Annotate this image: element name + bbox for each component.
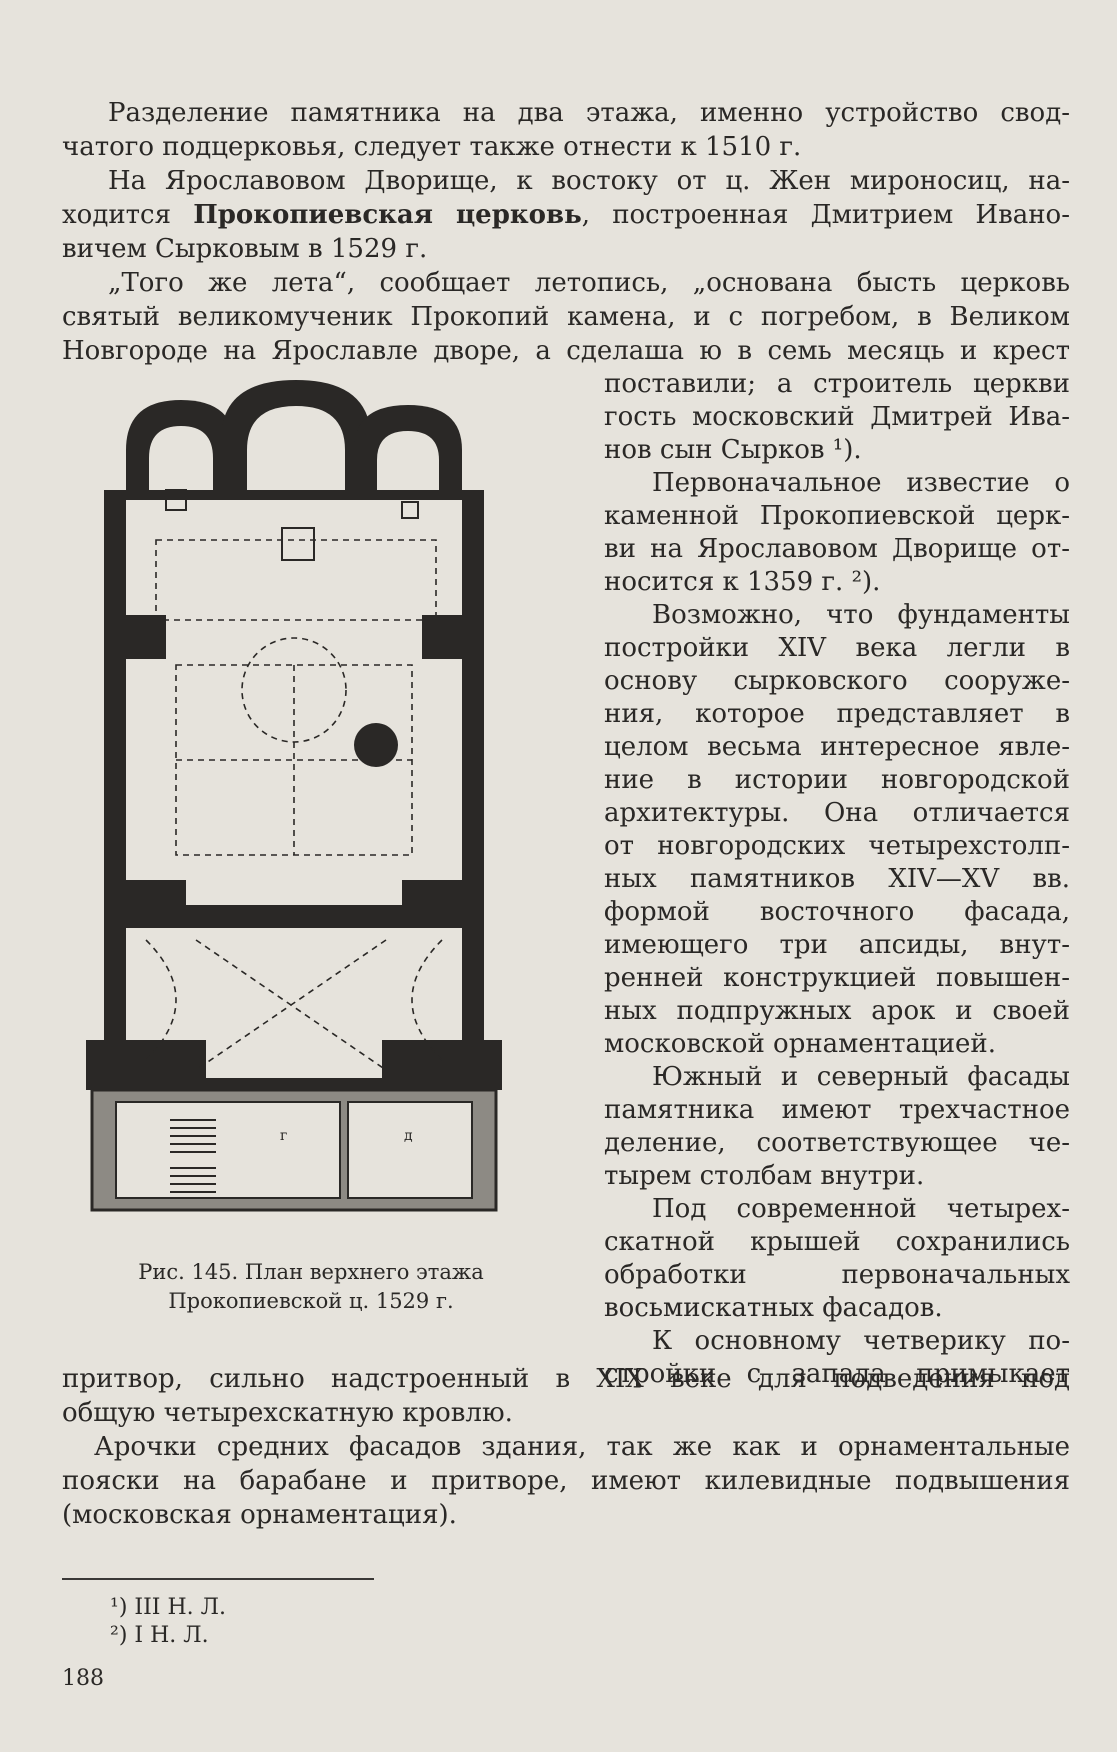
text-line: пояски на барабане и притворе, имеют кил…: [62, 1466, 1070, 1496]
text-line: чатого подцерковья, следует также отнест…: [62, 132, 802, 162]
text-line: скатной крышей сохранились: [604, 1227, 1070, 1257]
text-line: святый великомученик Прокопий камена, и …: [62, 302, 1070, 332]
text-line: носится к 1359 г. ²).: [604, 567, 881, 597]
text-line: тырем столбам внутри.: [604, 1161, 925, 1191]
text-bottom: притвор, сильно надстроенный в XIX веке …: [62, 1362, 1070, 1532]
text-line: основу сырковского сооруже-: [604, 666, 1070, 696]
text-line: московской орнаментацией.: [604, 1029, 997, 1059]
text-line: формой восточного фасада,: [604, 897, 1070, 927]
drum-circle: [354, 723, 398, 767]
text-line: восьмискатных фасадов.: [604, 1293, 943, 1323]
footnote-2: ²) I Н. Л.: [110, 1623, 209, 1648]
text-line: общую четырехскатную кровлю.: [62, 1398, 513, 1428]
page-number: 188: [62, 1666, 104, 1691]
text-line: ние в истории новгородской: [604, 765, 1070, 795]
text-line: ходится Прокопиевская церковь, построенн…: [62, 198, 1070, 232]
text-right-column: поставили; а строитель церкви гость моск…: [604, 368, 1070, 1391]
text-fragment: ходится: [62, 200, 194, 230]
figure-caption: Рис. 145. План верхнего этажа Прокопиевс…: [86, 1258, 536, 1316]
caption-line-1: Рис. 145. План верхнего этажа: [138, 1260, 484, 1284]
text-line: поставили; а строитель церкви: [604, 369, 1070, 399]
text-fragment: , построенная Дмитрием Ивано-: [581, 200, 1070, 230]
text-line: от новгородских четырехстолп-: [604, 831, 1070, 861]
text-line: имеющего три апсиды, внут-: [604, 930, 1070, 960]
text-line: ви на Ярославовом Дворище от-: [604, 534, 1070, 564]
text-line: притвор, сильно надстроенный в XIX веке …: [62, 1364, 1070, 1394]
text-line: нов сын Сырков ¹).: [604, 435, 862, 465]
text-line: вичем Сырковым в 1529 г.: [62, 234, 428, 264]
footnote-divider: [62, 1578, 374, 1580]
text-line: стройки с запада примыкает: [604, 1359, 1070, 1389]
text-line: каменной Прокопиевской церк-: [604, 501, 1070, 531]
text-line: целом весьма интересное явле-: [604, 732, 1070, 762]
text-line: Новгороде на Ярославле дворе, а сделаша …: [62, 336, 1070, 366]
church-floor-plan: г д: [86, 380, 502, 1212]
room-label-d: д: [404, 1128, 413, 1144]
text-line: На Ярославовом Дворище, к востоку от ц. …: [108, 166, 1070, 196]
text-top: Разделение памятника на два этажа, именн…: [62, 96, 1070, 368]
text-line: Арочки средних фасадов здания, так же ка…: [94, 1432, 1070, 1462]
text-line: памятника имеют трехчастное: [604, 1095, 1070, 1125]
text-line: Разделение памятника на два этажа, именн…: [108, 98, 1070, 128]
text-line: „Того же лета“, сообщает летопись, „осно…: [108, 268, 1070, 298]
text-line: (московская орнаментация).: [62, 1500, 457, 1530]
room-label-g: г: [280, 1128, 287, 1144]
text-line: ренней конструкцией повышен-: [604, 963, 1070, 993]
text-line: Южный и северный фасады: [652, 1062, 1070, 1092]
text-line: Первоначальное известие о: [652, 468, 1070, 498]
text-line: Возможно, что фундаменты: [652, 600, 1070, 630]
text-line: обработки первоначальных: [604, 1260, 1070, 1290]
text-line: деление, соответствующее че-: [604, 1128, 1070, 1158]
text-line: Под современной четырех-: [652, 1194, 1070, 1224]
text-line: архитектуры. Она отличается: [604, 798, 1070, 828]
footnote-1: ¹) III Н. Л.: [110, 1595, 226, 1620]
text-line: К основному четверику по-: [652, 1326, 1070, 1356]
church-name: Прокопиевская церковь: [193, 200, 582, 230]
text-line: постройки XIV века легли в: [604, 633, 1070, 663]
text-line: ных подпружных арок и своей: [604, 996, 1070, 1026]
text-line: ных памятников XIV—XV вв.: [604, 864, 1070, 894]
plan-drawing: [86, 380, 502, 1212]
text-line: гость московский Дмитрей Ива-: [604, 402, 1070, 432]
caption-line-2: Прокопиевской ц. 1529 г.: [168, 1289, 454, 1313]
text-line: ния, которое представляет в: [604, 699, 1070, 729]
